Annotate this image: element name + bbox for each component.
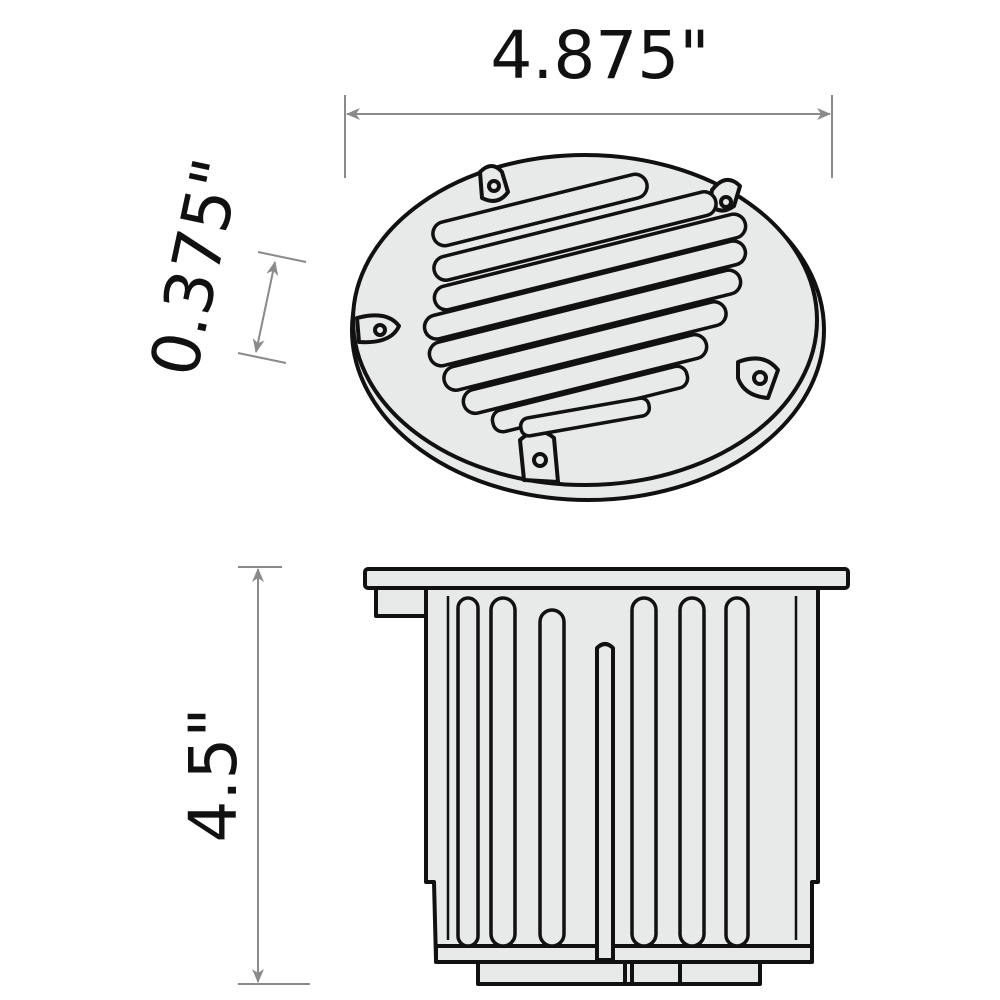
louver-set	[422, 172, 748, 438]
fin-set	[456, 596, 750, 948]
width-dimension: 4.875"	[344, 17, 833, 178]
center-slot	[595, 642, 615, 962]
width-dimension-label: 4.875"	[490, 17, 709, 94]
grille-depth-dimension: 0.375"	[136, 152, 307, 383]
height-dimension-label: 4.5"	[175, 707, 252, 842]
top-grille-view	[350, 153, 826, 502]
height-dimension: 4.5"	[175, 566, 310, 985]
mounting-slot	[736, 356, 780, 400]
side-housing-view	[363, 567, 850, 986]
mounting-slot	[478, 164, 510, 203]
grille-depth-label: 0.375"	[136, 152, 257, 383]
mounting-slot	[518, 429, 560, 484]
mounting-slot	[355, 313, 401, 345]
top-flange	[363, 567, 850, 590]
